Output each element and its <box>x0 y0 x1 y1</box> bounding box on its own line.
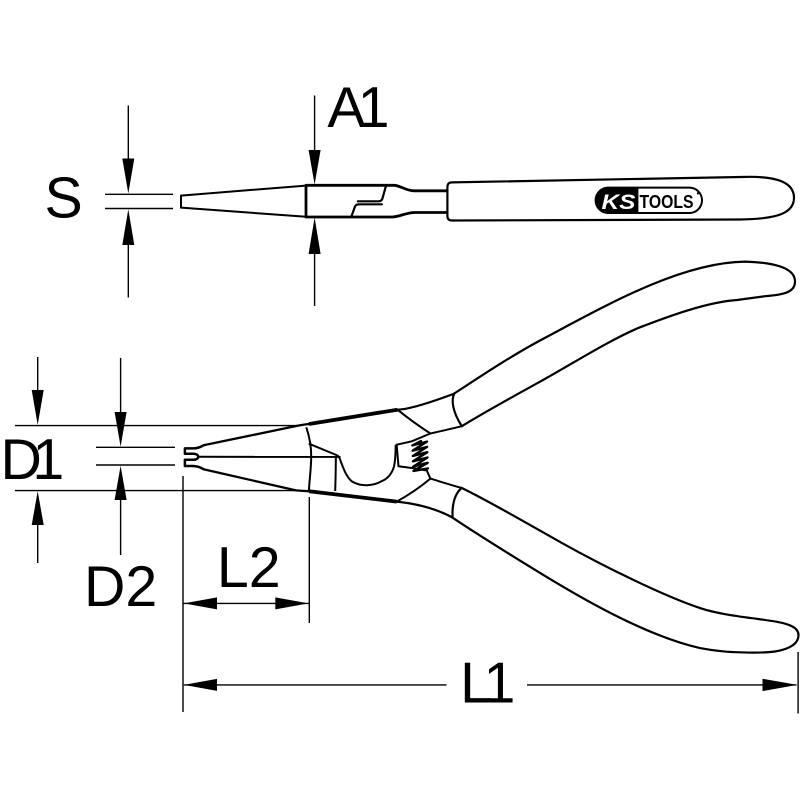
svg-text:S: S <box>45 167 83 231</box>
svg-text:L1: L1 <box>460 651 513 715</box>
svg-text:TOOLS: TOOLS <box>640 191 694 212</box>
svg-text:A1: A1 <box>327 76 387 140</box>
svg-text:D2: D2 <box>84 555 157 619</box>
svg-text:KS: KS <box>602 191 636 214</box>
svg-text:D1: D1 <box>1 428 63 492</box>
svg-text:L2: L2 <box>217 536 281 600</box>
